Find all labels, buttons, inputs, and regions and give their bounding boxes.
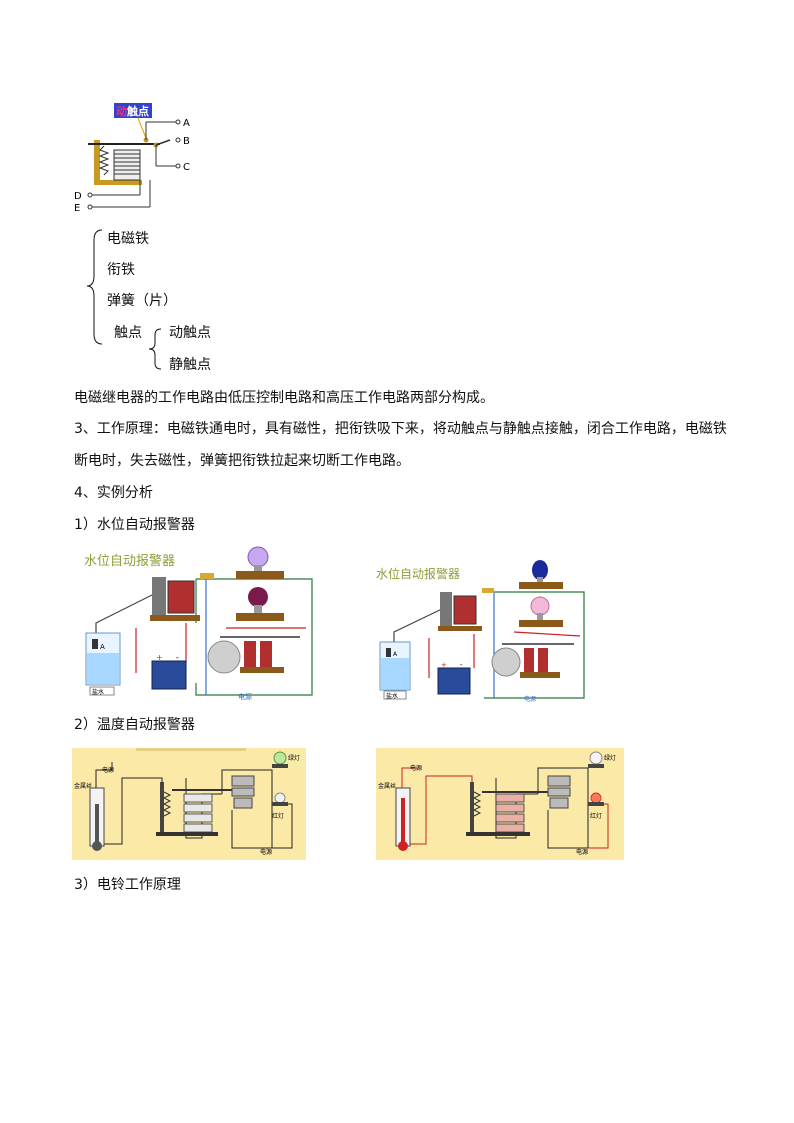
component-contacts: 触点 <box>114 325 142 341</box>
svg-text:电源: 电源 <box>410 764 422 772</box>
svg-text:金属丝: 金属丝 <box>378 782 396 790</box>
svg-text:+: + <box>156 653 163 662</box>
temp-alarm-diagram-1: 电源 金属丝 绿灯 红灯 电源 <box>72 748 306 860</box>
svg-text:电源: 电源 <box>102 766 114 774</box>
components-brace <box>86 229 103 345</box>
relay-label-box <box>114 103 152 118</box>
svg-text:A: A <box>100 643 105 651</box>
water-alarm-diagram-1: 水位自动报警器 A 盐水 + - 电源 <box>84 546 313 701</box>
svg-text:盐水: 盐水 <box>92 688 104 696</box>
svg-text:红灯: 红灯 <box>590 812 602 820</box>
section-water-alarm: 1）水位自动报警器 <box>74 517 195 533</box>
contact-static: 静触点 <box>169 357 211 373</box>
terminal-a: A <box>183 118 190 129</box>
metal-wire-label-1: 金属丝 <box>74 782 92 790</box>
terminal-c: C <box>183 162 190 173</box>
component-electromagnet: 电磁铁 <box>107 231 149 247</box>
section-bell-principle: 3）电铃工作原理 <box>74 877 181 893</box>
temp-alarm-diagram-2: 电源 金属丝 绿灯 红灯 电源 <box>376 748 624 860</box>
paragraph-principle-line2: 断电时，失去磁性，弹簧把衔铁拉起来切断工作电路。 <box>74 453 410 469</box>
svg-text:电源: 电源 <box>260 848 272 856</box>
relay-label: 动触点 <box>116 104 149 118</box>
svg-text:-: - <box>176 653 179 662</box>
svg-text:绿灯: 绿灯 <box>604 754 616 762</box>
svg-text:电源: 电源 <box>524 695 536 703</box>
contacts-brace <box>148 328 162 370</box>
terminal-b: B <box>183 136 190 147</box>
paragraph-principle-line1: 3、工作原理：电磁铁通电时，具有磁性，把衔铁吸下来，将动触点与静触点接触，闭合工… <box>74 421 727 437</box>
relay-diagram: 动触点 A B C D E <box>74 103 190 214</box>
svg-text:盐水: 盐水 <box>386 692 398 700</box>
contact-moving: 动触点 <box>169 325 211 341</box>
terminal-d: D <box>74 191 82 202</box>
svg-text:水位自动报警器: 水位自动报警器 <box>376 566 460 581</box>
svg-text:电源: 电源 <box>576 848 588 856</box>
svg-text:绿灯: 绿灯 <box>288 754 300 762</box>
section-temp-alarm: 2）温度自动报警器 <box>74 717 195 733</box>
svg-text:水位自动报警器: 水位自动报警器 <box>84 553 175 569</box>
component-armature: 衔铁 <box>107 262 135 278</box>
svg-text:红灯: 红灯 <box>272 812 284 820</box>
paragraph-circuit-composition: 电磁继电器的工作电路由低压控制电路和高压工作电路两部分构成。 <box>74 390 494 406</box>
svg-text:电源: 电源 <box>238 692 252 701</box>
svg-text:-: - <box>460 661 463 669</box>
water-alarm-diagram-2: 水位自动报警器 A 盐水 + - 电源 <box>376 560 585 703</box>
terminal-e: E <box>74 203 80 214</box>
component-spring: 弹簧（片） <box>107 293 177 309</box>
section-examples: 4、实例分析 <box>74 485 153 501</box>
svg-text:+: + <box>441 661 447 669</box>
svg-text:A: A <box>393 651 398 658</box>
